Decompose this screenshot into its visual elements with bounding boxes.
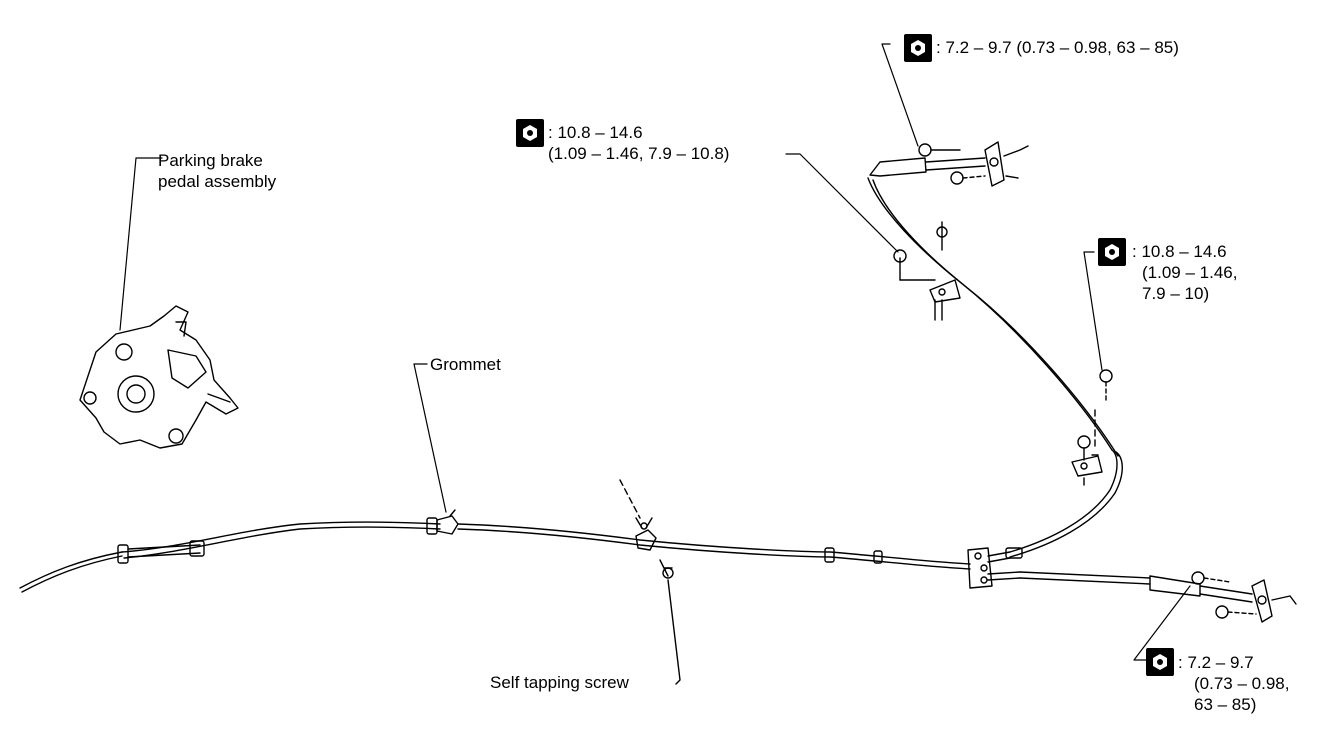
pedal-label-line1: Parking brake — [158, 151, 263, 170]
bolt-upper-2 — [950, 171, 986, 185]
main-cable — [457, 523, 971, 570]
front-cable — [19, 521, 441, 593]
bracket-mid — [893, 221, 961, 321]
equalizer — [967, 547, 1021, 589]
torque-bottom-right-line3: 63 – 85) — [1194, 695, 1257, 714]
torque-bottom-right-line1: : 7.2 – 9.7 — [1178, 653, 1254, 672]
leader-lines — [119, 43, 1191, 661]
grommet-label: Grommet — [430, 355, 501, 374]
torque-bottom-right-line2: (0.73 – 0.98, — [1194, 674, 1290, 693]
torque-wrench-icon — [1146, 648, 1174, 676]
torque-right-mid-line2: (1.09 – 1.46, — [1142, 263, 1238, 282]
rear-cable-lower — [1019, 571, 1297, 623]
torque-upper-mid-line2: (1.09 – 1.46, 7.9 – 10.8) — [548, 144, 730, 163]
bolt-lower-2 — [1215, 605, 1257, 619]
bolt-lower-1 — [1191, 571, 1231, 585]
torque-right-mid-line1: : 10.8 – 14.6 — [1132, 242, 1227, 261]
torque-upper-mid-line1: : 10.8 – 14.6 — [548, 123, 643, 142]
torque-wrench-icon — [1098, 238, 1126, 266]
torque-upper-mid: : 10.8 – 14.6 (1.09 – 1.46, 7.9 – 10.8) — [548, 122, 729, 164]
self-tapping-screw-label: Self tapping screw — [490, 673, 629, 692]
torque-bottom-right: : 7.2 – 9.7 (0.73 – 0.98, 63 – 85) — [1178, 652, 1289, 715]
parking-brake-pedal-assembly — [79, 305, 239, 449]
pedal-label-line2: pedal assembly — [158, 172, 277, 191]
torque-right-mid-line3: 7.9 – 10) — [1142, 284, 1210, 303]
torque-wrench-icon — [516, 119, 544, 147]
grommet — [426, 509, 459, 535]
pedal-assembly-label: Parking brake pedal assembly — [158, 150, 276, 192]
cable-clip — [619, 479, 657, 551]
rear-cable-upper — [867, 141, 1123, 559]
torque-wrench-icon — [904, 34, 932, 62]
torque-top-right: : 7.2 – 9.7 (0.73 – 0.98, 63 – 85) — [936, 38, 1179, 57]
self-tapping-screw — [659, 559, 681, 685]
torque-right-mid: : 10.8 – 14.6 (1.09 – 1.46, 7.9 – 10) — [1132, 241, 1237, 304]
bolt-upper-1 — [918, 143, 961, 157]
bracket-right — [1071, 369, 1113, 486]
